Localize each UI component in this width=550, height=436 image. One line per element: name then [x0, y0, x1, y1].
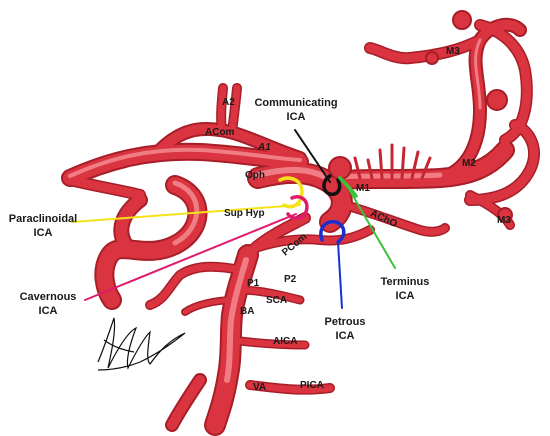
label-m1: M1	[356, 183, 370, 194]
cavernous-marker	[286, 195, 309, 220]
petrous-leader	[337, 241, 343, 309]
perforator-5	[410, 150, 420, 180]
label-p1: P1	[247, 278, 260, 289]
perforator-1	[366, 158, 374, 180]
petrous-label-line2: ICA	[336, 330, 355, 342]
communicating-leader	[294, 129, 331, 183]
perforator-2	[378, 148, 384, 180]
m2-bulb	[486, 89, 508, 111]
carotid-bulb	[328, 156, 352, 180]
communicating-label-line2: ICA	[287, 111, 306, 123]
label-sup-hyp: Sup Hyp	[224, 208, 265, 219]
label-acom: ACom	[205, 127, 235, 138]
segment-labels: Communicating ICA Paraclinoidal ICA Cave…	[9, 97, 430, 342]
petrous-marker	[319, 219, 346, 244]
label-a1: A1	[257, 142, 271, 153]
petrous-label-line1: Petrous	[325, 316, 366, 328]
label-m2: M2	[462, 158, 476, 169]
label-m3-top: M3	[446, 46, 460, 57]
perforator-4	[400, 146, 406, 180]
vessel-tree	[61, 10, 540, 436]
communicating-label-line1: Communicating	[254, 97, 337, 109]
segment-markers	[71, 129, 396, 309]
label-aica: AICA	[273, 336, 297, 347]
paraclinoidal-label-line1: Paraclinoidal	[9, 213, 77, 225]
label-p2: P2	[284, 274, 297, 285]
label-a2: A2	[222, 97, 235, 108]
perforator-6	[420, 156, 432, 180]
perforator-7	[353, 156, 362, 180]
m3-right-bulb	[497, 207, 513, 223]
cavernous-leader	[84, 213, 297, 301]
m3-left-bulb	[425, 51, 439, 65]
m3-top-bulb	[452, 10, 472, 30]
cavernous-label-line1: Cavernous	[20, 291, 77, 303]
label-va: VA	[253, 382, 266, 393]
label-ba: BA	[240, 306, 254, 317]
terminus-label-line1: Terminus	[381, 276, 430, 288]
paraclinoidal-leader	[71, 204, 301, 223]
terminus-leader	[345, 183, 396, 269]
paraclinoidal-label-line2: ICA	[34, 227, 53, 239]
terminus-label-line2: ICA	[396, 290, 415, 302]
label-oph: Oph	[245, 170, 265, 181]
label-m3-right: M3	[497, 215, 511, 226]
handwritten-signature	[97, 317, 186, 371]
communicating-marker	[322, 174, 342, 197]
cavernous-label-line2: ICA	[39, 305, 58, 317]
label-pica: PICA	[300, 380, 324, 391]
label-sca: SCA	[266, 295, 287, 306]
